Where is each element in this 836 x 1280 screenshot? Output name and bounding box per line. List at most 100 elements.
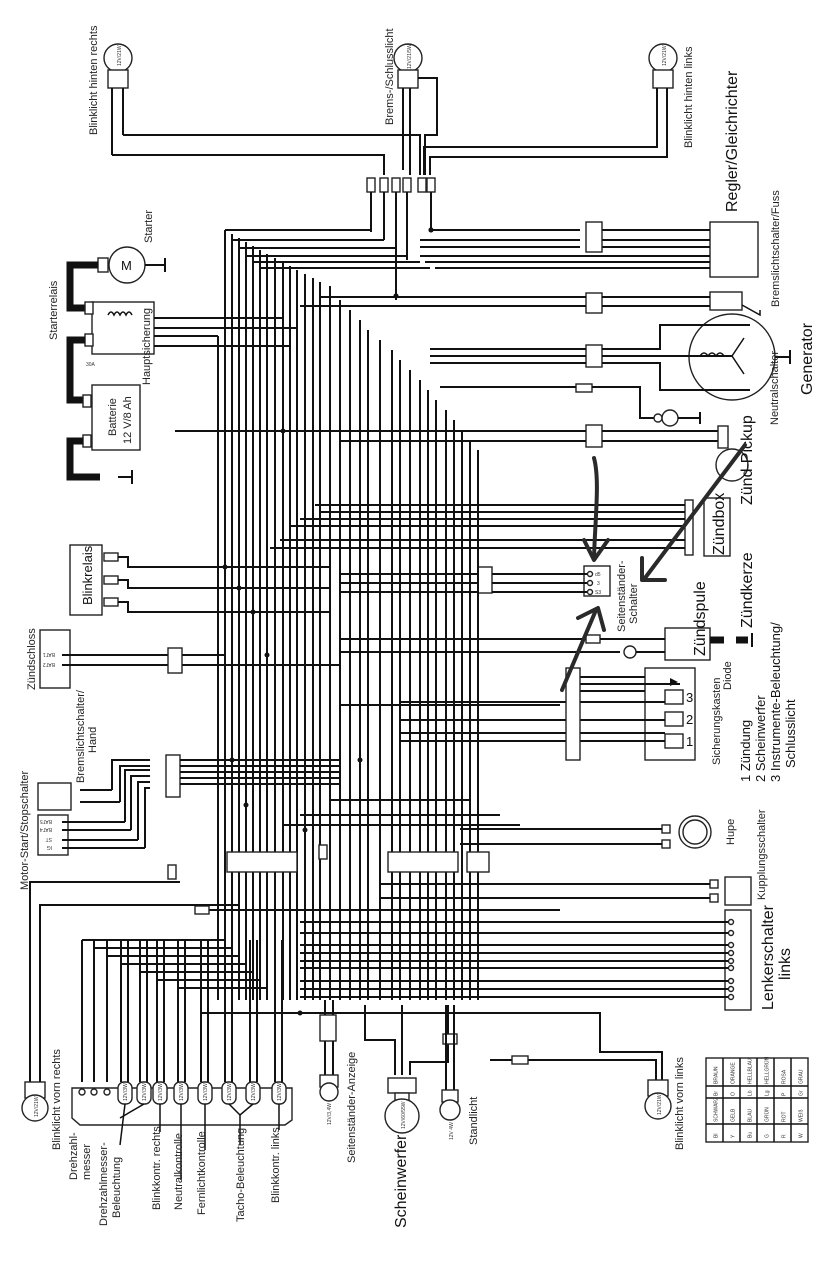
legend-code-2: Lg — [765, 1090, 771, 1096]
legend-color-name: ROT — [782, 1111, 788, 1122]
junction-dot — [222, 564, 228, 570]
fuse-legend-3: 3 Instrumente-Beleuchtung/ — [768, 622, 783, 782]
color-legend: BlSCHWARZBrBRAUNYGELBOORANGEBuBLAULbHELL… — [705, 1056, 809, 1143]
turn-indicator-right-label: Blinkkontr. rechts — [151, 1126, 163, 1210]
fuse-legend-1: 1 Zündung — [738, 720, 753, 782]
brake-switch-foot — [300, 291, 761, 317]
legend-code: Y — [731, 1134, 737, 1138]
main-fuse-rating: 30A — [86, 362, 96, 368]
parking-light-rating: 12V 4W — [449, 1122, 455, 1140]
legend-code-2: O — [731, 1092, 737, 1096]
legend-code-2: Gr — [799, 1090, 805, 1096]
ignition-lock: BAT1 BAT2 — [39, 629, 240, 689]
sidestand-terminal-2: 3 — [597, 581, 600, 587]
ignition-coil-label: Zündspule — [692, 581, 709, 656]
legend-code-2: Lb — [748, 1090, 754, 1096]
headlight-label: Scheinwerfer — [393, 1134, 410, 1228]
fuse-legend: 1 Zündung 2 Scheinwerfer 3 Instrumente-B… — [738, 622, 798, 782]
main-harness — [81, 227, 560, 1082]
rear-left-indicator-label: Blinklicht hinten links — [683, 46, 695, 148]
sidestand-switch-label-l2: Schalter — [628, 583, 640, 624]
handlebar-connector — [387, 851, 490, 873]
battery: Batterie 12 V/8 Ah — [66, 384, 141, 484]
junction-dot — [302, 827, 308, 833]
horn-label: Hupe — [725, 819, 737, 845]
clutch-switch — [380, 876, 752, 906]
rear-connectors — [366, 177, 436, 193]
diode-label: Diode — [722, 661, 734, 690]
tachometer-light-label: Drehzahlmesser- Beleuchtung — [98, 1139, 123, 1226]
rear-right-indicator-label: Blinklicht hinten rechts — [88, 25, 100, 135]
ignition-lock-terminal-1: BAT1 — [43, 651, 55, 657]
junction-dot — [428, 227, 434, 233]
legend-code-2: Br — [714, 1091, 720, 1096]
left-handlebar-switch-label-l1: Lenkerschalter — [760, 904, 777, 1010]
junction-dot — [236, 585, 242, 591]
junction-dot — [393, 293, 399, 299]
junction-dot — [229, 757, 235, 763]
junction-dot — [297, 1010, 303, 1016]
start-stop-switch-label: Motor-Start/Stopschalter — [19, 770, 31, 890]
legend-code: G — [765, 1134, 771, 1138]
sidestand-switch-label: Seitenständer- Schalter — [616, 557, 640, 632]
ignition-lock-terminal-2: BAT2 — [43, 661, 55, 667]
brake-tail-light-rating: 12V/21/5W — [407, 44, 413, 69]
generator — [430, 313, 791, 401]
left-handlebar-switch — [300, 909, 752, 1011]
brake-switch-foot-label: Bremslichtschalter/Fuss — [770, 190, 782, 307]
sidestand-terminal-1: d5 — [595, 572, 601, 578]
starter-relay — [66, 301, 178, 404]
ignition-pickup-label: Zünd-Pickup — [739, 415, 756, 505]
tachometer-light-label-l1: Drehzahlmesser- — [98, 1142, 110, 1226]
headlight-rating: 12V/60/55W — [401, 1101, 407, 1129]
neutral-switch — [440, 383, 701, 427]
instrument-lamp-rating-3: 12V/3W — [158, 1083, 164, 1101]
legend-code-2: P — [782, 1092, 788, 1096]
instrument-lamp-rating-1: 12V/3W — [123, 1083, 129, 1101]
instrument-lamp-rating-8: 12V/3W — [277, 1083, 283, 1101]
front-right-indicator: 12V/21W — [21, 881, 240, 1122]
junction-dot — [280, 428, 286, 434]
legend-code: Bl — [714, 1134, 720, 1138]
front-right-indicator-label: Blinklicht vorn rechts — [51, 1049, 63, 1150]
fuse-box: 3 2 1 — [400, 667, 696, 761]
legend-color-name-2: HELLGRÜN — [764, 1056, 771, 1084]
fuse-number-1: 1 — [686, 734, 693, 749]
left-handlebar-switch-label-l2: links — [777, 948, 794, 980]
instrument-lamp-rating-7: 12V/3W — [251, 1083, 257, 1101]
annotation-arrows — [560, 443, 747, 692]
front-right-indicator-rating: 12V/21W — [34, 1096, 40, 1117]
brake-tail-light: 12V/21/5W — [393, 43, 438, 175]
tachometer-label: Drehzahl- messer — [68, 1129, 93, 1180]
fuse-legend-4: Schlusslicht — [783, 699, 798, 768]
ignition-pickup — [175, 424, 749, 482]
sidestand-indicator-rating: 12V/3,4W — [327, 1103, 333, 1125]
junction-dot — [250, 609, 256, 615]
turn-indicator-left-label: Blinkkontr. links — [270, 1127, 282, 1203]
fuse-legend-2: 2 Scheinwerfer — [753, 695, 768, 782]
instrument-cluster: 12V/3W 12V/3W 12V/3W 12V/3W 12V/3W 12V/3… — [71, 1081, 293, 1180]
fuse-number-2: 2 — [686, 712, 693, 727]
ignition-box-label: Zündbox — [711, 493, 728, 555]
headlight: 12V/60/55W — [364, 1005, 449, 1134]
battery-spec: 12 V/8 Ah — [122, 396, 134, 444]
starter-label: Starter — [143, 210, 155, 243]
main-fuse-label: Hauptsicherung — [141, 308, 153, 385]
legend-color-name-2: BRAUN — [714, 1066, 720, 1084]
tachometer-label-l2: messer — [81, 1144, 93, 1180]
instrument-lamp-rating-4: 12V/3W — [179, 1083, 185, 1101]
start-stop-terminal-4: IG — [47, 844, 52, 850]
brake-switch-hand-label-l2: Hand — [87, 727, 99, 753]
fuse-number-3: 3 — [686, 690, 693, 705]
regulator-rectifier — [420, 221, 759, 278]
rear-left-indicator-rating: 12V/21W — [662, 45, 668, 66]
fuse-box-label: Sicherungskasten — [711, 678, 723, 765]
rear-right-indicator-rating: 12V/21W — [117, 45, 123, 66]
instrument-lamp-rating-2: 12V/3W — [142, 1083, 148, 1101]
sidestand-terminal-3: S3 — [595, 590, 601, 596]
rear-right-indicator: 12V/21W — [103, 43, 133, 155]
battery-label: Batterie — [107, 398, 119, 436]
neutral-switch-label: Neutralschalter — [769, 351, 781, 425]
legend-color-name-2: HELLBLAU — [748, 1058, 754, 1084]
